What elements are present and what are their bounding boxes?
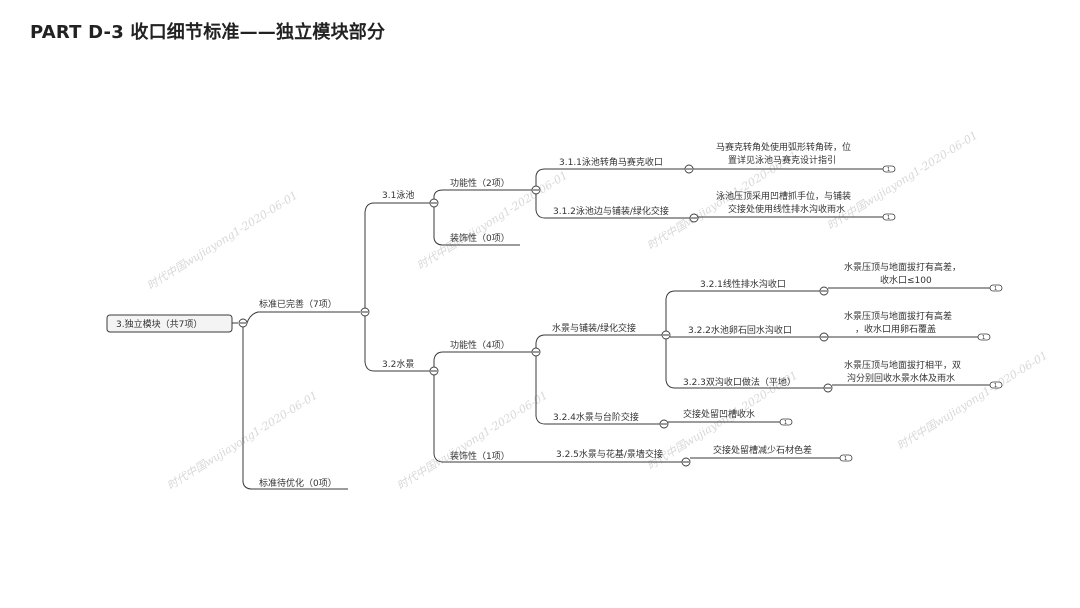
note-badge[interactable] — [882, 213, 896, 221]
svg-text:1: 1 — [982, 335, 985, 341]
node-water[interactable]: 3.2水景 — [382, 358, 414, 370]
note-3-2-4: 交接处留凹槽收水 — [683, 408, 755, 420]
item-3-2-1[interactable]: 3.2.1线性排水沟收口 — [700, 278, 786, 290]
watermark-layer: 时代中国wujiayong1-2020-06-01 时代中国wujiayong1… — [145, 129, 1050, 493]
note-badge[interactable] — [989, 284, 1003, 292]
note-3-2-3-line2: 沟分别回收水景水体及雨水 — [847, 372, 955, 384]
svg-text:1: 1 — [887, 215, 890, 221]
watermark: 时代中国wujiayong1-2020-06-01 — [145, 189, 300, 293]
svg-text:1: 1 — [844, 456, 847, 462]
item-3-2-4[interactable]: 3.2.4水景与台阶交接 — [553, 411, 639, 423]
node-pool[interactable]: 3.1泳池 — [382, 189, 414, 201]
root-label: 3.独立模块（共7项） — [116, 318, 202, 330]
branch-complete[interactable]: 标准已完善（7项） — [259, 298, 337, 310]
water-functional[interactable]: 功能性（4项） — [450, 339, 510, 351]
item-3-1-1[interactable]: 3.1.1泳池转角马赛克收口 — [559, 156, 663, 168]
svg-text:1: 1 — [887, 167, 890, 173]
note-3-1-2-line1: 泳池压顶采用凹槽抓手位，与铺装 — [716, 190, 851, 202]
svg-text:1: 1 — [784, 420, 787, 426]
item-3-2-2[interactable]: 3.2.2水池卵石回水沟收口 — [688, 324, 792, 336]
note-badge[interactable] — [779, 418, 793, 426]
note-3-2-2-line1: 水景压顶与地面拔打有高差 — [844, 310, 952, 322]
note-badge[interactable] — [839, 454, 853, 462]
item-3-2-3[interactable]: 3.2.3双沟收口做法（平地） — [683, 376, 796, 388]
item-3-1-2[interactable]: 3.1.2泳池边与铺装/绿化交接 — [553, 205, 669, 217]
note-3-1-1-line1: 马赛克转角处使用弧形转角砖，位 — [716, 141, 851, 153]
note-3-2-1-line2: 收水口≤100 — [880, 274, 932, 286]
note-badge[interactable] — [977, 333, 991, 341]
note-3-1-1-line2: 置详见泳池马赛克设计指引 — [728, 154, 836, 166]
note-3-2-3-line1: 水景压顶与地面拔打相平，双 — [844, 359, 961, 371]
svg-text:1: 1 — [994, 286, 997, 292]
note-badge[interactable] — [882, 165, 896, 173]
note-3-1-2-line2: 交接处使用线性排水沟收雨水 — [728, 203, 845, 215]
watermark: 时代中国wujiayong1-2020-06-01 — [395, 389, 550, 493]
note-3-2-1-line1: 水景压顶与地面拔打有高差， — [844, 261, 961, 273]
branch-pending[interactable]: 标准待优化（0项） — [259, 477, 337, 489]
item-3-2-5[interactable]: 3.2.5水景与花基/景墙交接 — [556, 448, 663, 460]
pool-functional[interactable]: 功能性（2项） — [450, 177, 510, 189]
node-water-paving[interactable]: 水景与铺装/绿化交接 — [552, 322, 636, 334]
note-3-2-2-line2: ，收水口用卵石覆盖 — [855, 323, 936, 335]
water-decorative[interactable]: 装饰性（1项） — [450, 450, 510, 462]
root-node[interactable]: 3.独立模块（共7项） — [106, 314, 233, 333]
watermark: 时代中国wujiayong1-2020-06-01 — [165, 389, 320, 493]
note-3-2-5: 交接处留槽减少石材色差 — [713, 444, 812, 456]
pool-decorative[interactable]: 装饰性（0项） — [450, 232, 510, 244]
svg-text:1: 1 — [994, 383, 997, 389]
page-title: PART D-3 收口细节标准——独立模块部分 — [30, 22, 386, 43]
note-badge[interactable] — [989, 381, 1003, 389]
